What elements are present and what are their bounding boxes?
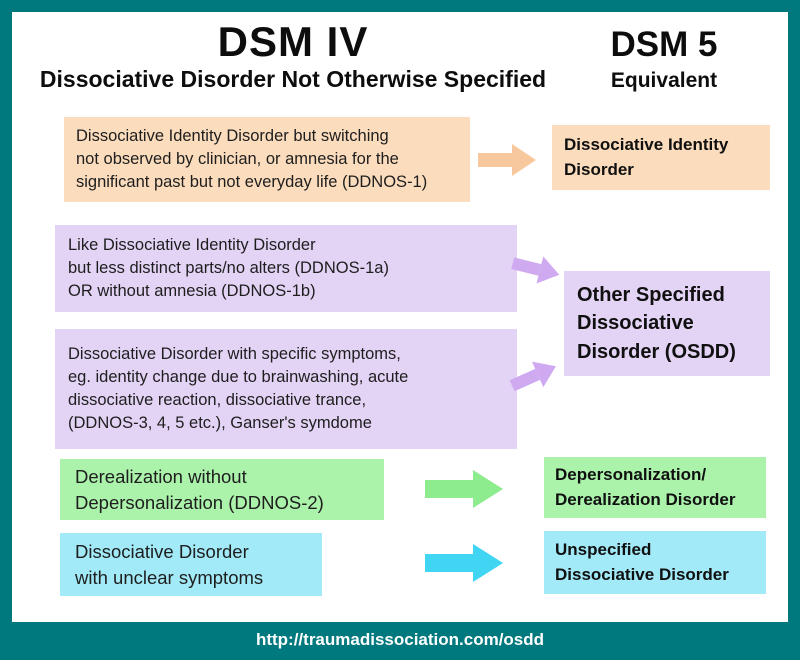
arrow-right-ddd-icon: [425, 470, 503, 508]
did-target-box: Dissociative Identity Disorder: [552, 125, 770, 191]
dsm4-header: DSM IV Dissociative Disorder Not Otherwi…: [12, 18, 574, 93]
dsm5-title: DSM 5: [610, 25, 718, 64]
dsm4-title: DSM IV: [217, 18, 369, 65]
ddnos1a-source-box: Like Dissociative Identity Disorder but …: [55, 225, 517, 313]
osdd-target-box: Other Specified Dissociative Disorder (O…: [564, 271, 770, 377]
dsm4-subtitle: Dissociative Disorder Not Otherwise Spec…: [39, 66, 547, 93]
ddnos1-source-box: Dissociative Identity Disorder but switc…: [64, 117, 470, 203]
ddnos-misc-source-box: Dissociative Disorder with specific symp…: [55, 329, 517, 450]
unclear-source-box: Dissociative Disorder with unclear sympt…: [60, 533, 322, 597]
unspecified-target-box: Unspecified Dissociative Disorder: [544, 531, 766, 595]
depersonalization-target-box: Depersonalization/ Derealization Disorde…: [544, 457, 766, 519]
footer-bar: http://traumadissociation.com/osdd: [12, 622, 788, 660]
arrow-right-did-icon: [478, 144, 536, 176]
dsm5-subtitle: Equivalent: [610, 69, 718, 93]
footer-url: http://traumadissociation.com/osdd: [255, 630, 545, 649]
arrow-right-osdd-upper-icon: [509, 250, 562, 289]
arrow-right-udd-icon: [425, 544, 503, 582]
ddnos2-source-box: Derealization without Depersonalization …: [60, 459, 384, 521]
dsm5-header: DSM 5 Equivalent: [558, 25, 770, 93]
